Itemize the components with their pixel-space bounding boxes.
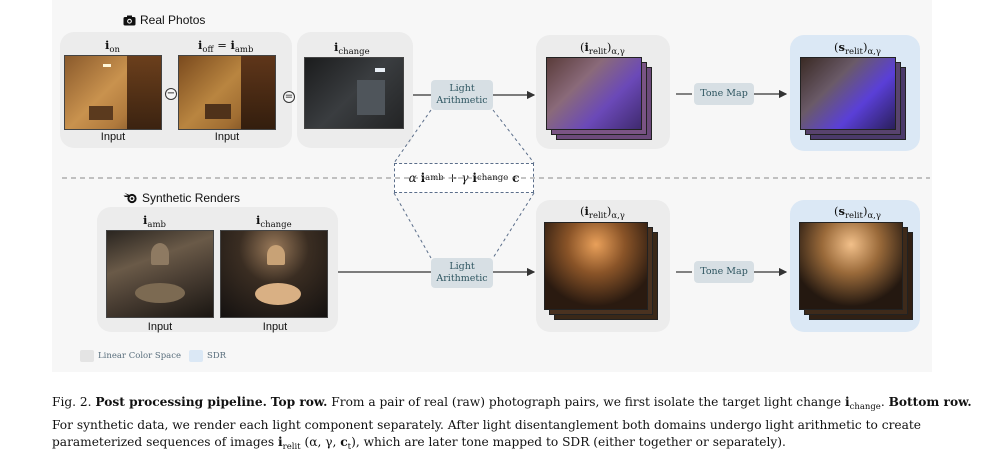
caption-i-relit: i: [278, 435, 283, 449]
legend-linear-text: Linear Color Space: [98, 351, 182, 361]
caption-top-bold: Top row.: [270, 395, 328, 409]
real-input-caption-1: Input: [100, 131, 126, 143]
relit-bottom-stack: [544, 222, 660, 326]
blender-icon: [123, 192, 137, 204]
i-off-label: ioff = iamb: [198, 38, 254, 55]
connector-lines: [62, 89, 930, 277]
figure: Real Photos ion ioff = iamb ichange − = …: [52, 0, 932, 372]
caption-bottom-text: For synthetic data, we render each light…: [52, 417, 921, 450]
sdr-top-label: (srelit)α,γ: [834, 40, 881, 57]
caption-bottom-bold: Bottom row.: [888, 395, 972, 409]
formula-link-br: [492, 192, 535, 259]
figure-caption: Fig. 2. Post processing pipeline. Top ro…: [52, 395, 972, 452]
caption-fig-no: Fig. 2.: [52, 395, 92, 409]
sdr-bottom-stack: [799, 222, 915, 326]
caption-top-text: From a pair of real (raw) photograph pai…: [331, 395, 842, 409]
light-arithmetic-bottom: Light Arithmetic: [431, 258, 493, 288]
real-photos-text: Real Photos: [140, 13, 206, 27]
caption-i-relit-sub: relit: [282, 442, 301, 452]
i-on-photo: [64, 55, 162, 130]
formula-link-bl: [393, 192, 432, 259]
formula-link-tr: [492, 109, 535, 164]
formula-link-tl: [393, 109, 432, 164]
light-arithmetic-top: Light Arithmetic: [431, 80, 493, 110]
relit-bottom-label: (irelit)α,γ: [580, 204, 625, 221]
sdr-top-stack: [800, 57, 912, 143]
sdr-bottom-label: (srelit)α,γ: [834, 204, 881, 221]
i-off-photo: [178, 55, 276, 130]
caption-params-close: ), which are later tone mapped to SDR (e…: [351, 435, 786, 449]
caption-params-open: (α, γ,: [304, 435, 341, 449]
legend-sdr-text: SDR: [207, 351, 227, 361]
caption-title: Post processing pipeline.: [95, 395, 267, 409]
i-change-render: [220, 230, 328, 318]
camera-icon: [123, 15, 136, 25]
caption-c: c: [340, 435, 348, 449]
legend-sdr-swatch: [189, 350, 203, 362]
synthetic-renders-text: Synthetic Renders: [142, 191, 241, 205]
tone-map-bottom: Tone Map: [694, 261, 754, 283]
tone-map-top: Tone Map: [694, 83, 754, 105]
caption-i-change-sub: change: [849, 402, 881, 412]
caption-c-sub: t: [347, 442, 352, 452]
synthetic-input-caption-2: Input: [262, 321, 288, 333]
i-on-label: ion: [105, 38, 120, 55]
minus-operator: −: [165, 88, 177, 100]
synthetic-renders-label: Synthetic Renders: [123, 191, 240, 205]
real-input-caption-2: Input: [214, 131, 240, 143]
legend-linear-swatch: [80, 350, 94, 362]
synthetic-input-caption-1: Input: [147, 321, 173, 333]
equals-operator: =: [283, 91, 295, 103]
relit-top-label: (irelit)α,γ: [580, 40, 625, 57]
i-change-label: ichange: [334, 40, 370, 57]
i-amb-label: iamb: [143, 213, 166, 230]
i-change-synth-label: ichange: [256, 213, 292, 230]
i-amb-render: [106, 230, 214, 318]
real-photos-label: Real Photos: [123, 13, 205, 27]
relit-top-stack: [546, 57, 658, 143]
i-change-photo: [304, 57, 404, 129]
caption-i-change: i: [844, 395, 850, 409]
